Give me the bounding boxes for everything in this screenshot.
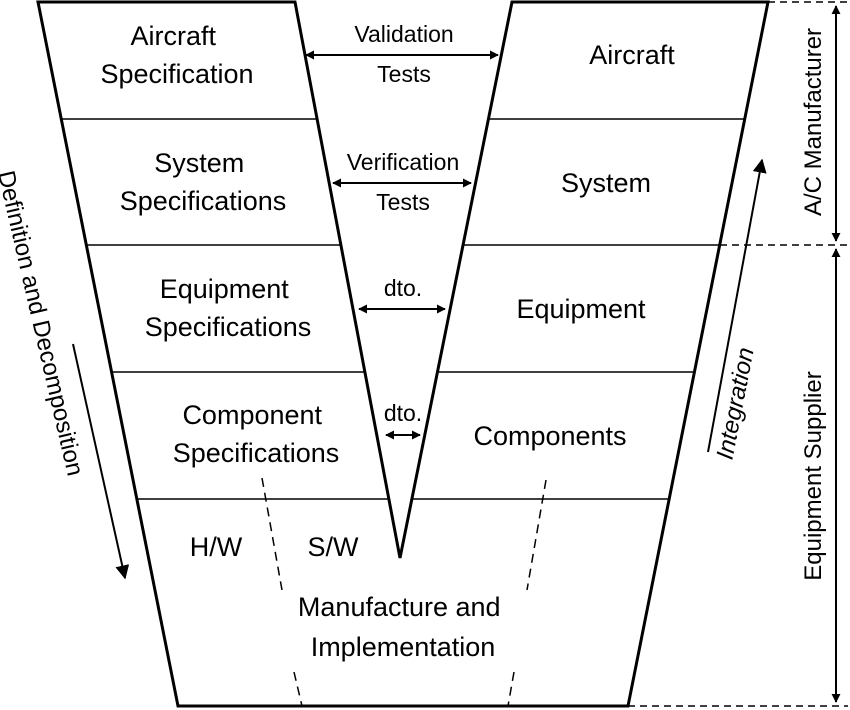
component-spec-label: Component Specifications	[173, 400, 340, 468]
components-label: Components	[473, 421, 626, 451]
system-label: System	[561, 168, 651, 198]
verification-label: Verification	[347, 149, 460, 175]
system-spec-label: System Specifications	[120, 148, 287, 216]
ac-manufacturer-label: A/C Manufacturer	[800, 28, 827, 216]
integration-label: Integration	[712, 345, 760, 461]
equipment-label: Equipment	[516, 294, 646, 324]
equipment-spec-label: Equipment Specifications	[145, 274, 312, 342]
dto-label-equipment: dto.	[384, 275, 422, 301]
aircraft-spec-label: Aircraft Specification	[100, 21, 253, 89]
equipment-spec-line-2: Specifications	[145, 312, 312, 342]
verification-tests-label: Tests	[376, 189, 430, 215]
aircraft-label: Aircraft	[589, 40, 675, 70]
manufacture-line-1: Manufacture and	[298, 592, 501, 622]
integration-arrow	[707, 158, 767, 453]
equipment-spec-line-1: Equipment	[160, 274, 290, 304]
dash-right-upper	[526, 479, 547, 591]
dash-bottom-right	[507, 671, 515, 707]
hw-sw-separator	[261, 477, 283, 591]
dash-bottom-left	[293, 671, 303, 707]
manufacture-line-2: Implementation	[311, 632, 496, 662]
validation-label: Validation	[354, 21, 453, 47]
aircraft-spec-line-2: Specification	[100, 59, 253, 89]
sw-label: S/W	[308, 532, 360, 562]
component-spec-line-2: Specifications	[173, 438, 340, 468]
component-spec-line-1: Component	[182, 400, 322, 430]
equipment-supplier-label: Equipment Supplier	[800, 371, 827, 580]
manufacture-label: Manufacture and Implementation	[298, 592, 508, 662]
dto-label-component: dto.	[384, 400, 422, 426]
validation-tests-label: Tests	[377, 61, 431, 87]
hw-label: H/W	[190, 532, 243, 562]
decomposition-arrow	[72, 343, 130, 580]
aircraft-spec-line-1: Aircraft	[130, 21, 216, 51]
system-spec-line-2: Specifications	[120, 186, 287, 216]
v-outline	[36, 0, 770, 708]
system-spec-line-1: System	[154, 148, 244, 178]
definition-decomposition-label: Definition and Decomposition	[0, 168, 89, 478]
